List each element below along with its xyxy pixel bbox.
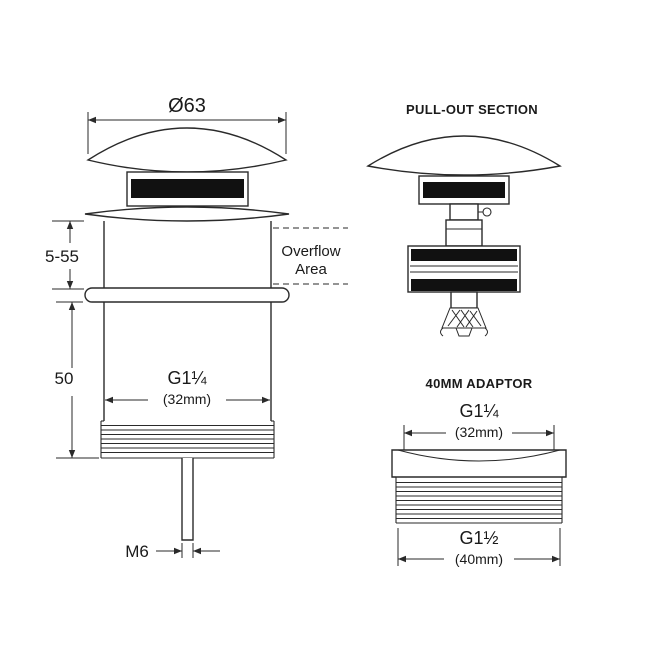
- cap-profile: [86, 127, 288, 173]
- adaptor-bottom-thread-label: G1½: [459, 528, 498, 548]
- clip-hatch: [469, 310, 482, 327]
- rod-thread-label: M6: [125, 542, 149, 561]
- pullout-oring-bottom: [411, 279, 517, 291]
- adaptor-bottom-dimension: [397, 528, 561, 566]
- overflow-callout: [273, 227, 348, 285]
- m6-rod: [181, 458, 194, 541]
- adaptor-top-dimension: [403, 425, 555, 450]
- pullout-neck: [449, 203, 479, 221]
- pullout-section: PULL-OUT SECTION: [366, 102, 562, 337]
- clip-hatch: [465, 310, 478, 328]
- body-length-dimension: [56, 301, 99, 459]
- clip-nub: [455, 327, 473, 337]
- pullout-section-title: PULL-OUT SECTION: [406, 102, 538, 117]
- clip-body: [441, 307, 487, 329]
- adaptor-drawing: 40MM ADAPTOR G1¼ (32mm) G1½: [391, 376, 567, 567]
- cap-diameter-label: Ø63: [168, 95, 206, 117]
- cap-diameter-dimension: [87, 112, 287, 154]
- clip-hatch: [460, 309, 474, 328]
- pullout-seal-black-band: [423, 182, 505, 198]
- pullout-cartridge: [445, 219, 483, 247]
- clip-hatch: [451, 309, 465, 328]
- clip-hatch: [447, 309, 461, 327]
- seal-black-band: [131, 179, 244, 198]
- adjust-range-dimension: [52, 220, 84, 290]
- clip-hatch: [456, 309, 470, 328]
- body-length-label: 50: [55, 369, 74, 388]
- thread-section: [100, 420, 275, 459]
- pullout-lower-neck: [450, 291, 478, 309]
- adaptor-top-thread-label: G1¼: [459, 401, 499, 421]
- adaptor-nut-face-curve: [397, 449, 561, 462]
- main-drawing: Ø63 Overflow Area 5-55: [45, 95, 348, 561]
- overflow-label-line1: Overflow: [281, 243, 340, 260]
- clip-hook-right: [484, 327, 488, 337]
- pullout-clip: [440, 307, 488, 337]
- adaptor-title: 40MM ADAPTOR: [426, 376, 533, 391]
- clip-hook-left: [440, 327, 444, 337]
- pullout-pin: [482, 207, 492, 217]
- pullout-oring-top: [411, 249, 517, 261]
- lower-collar: [84, 287, 290, 303]
- adaptor-top-thread-mm: (32mm): [455, 424, 503, 440]
- adaptor-nut: [391, 449, 567, 478]
- body-thread-mm-label: (32mm): [163, 391, 211, 407]
- body-thread-label: G1¼: [167, 368, 207, 388]
- rod-dimension: [156, 543, 220, 558]
- top-flange: [84, 206, 290, 222]
- pullout-cap-profile: [366, 135, 562, 176]
- adaptor-bottom-thread-mm: (40mm): [455, 551, 503, 567]
- overflow-label-line2: Area: [295, 261, 327, 278]
- adaptor-thread-section: [392, 476, 566, 524]
- adjust-range-label: 5-55: [45, 247, 79, 266]
